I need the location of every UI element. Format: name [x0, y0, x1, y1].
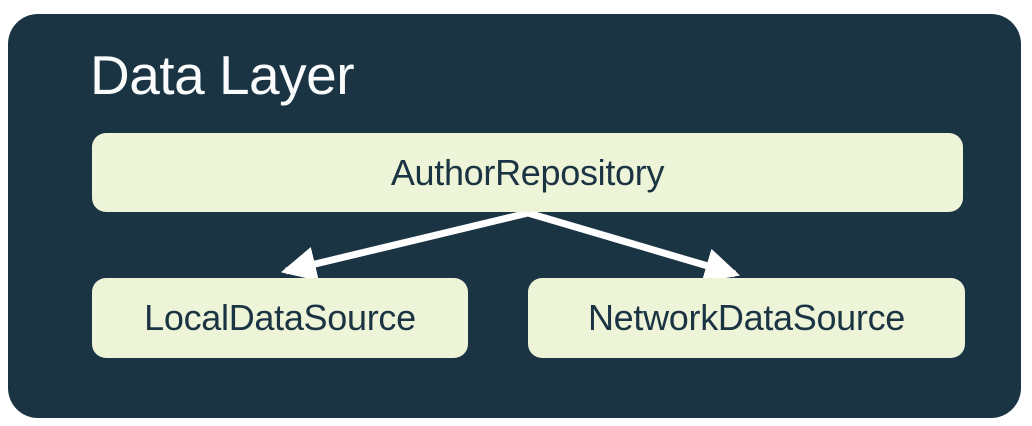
node-local-data-source-label: LocalDataSource: [144, 297, 416, 338]
node-network-data-source: NetworkDataSource: [528, 278, 965, 358]
node-local-data-source: LocalDataSource: [92, 278, 468, 358]
node-author-repository: AuthorRepository: [92, 133, 963, 212]
arrow-repository-to-network: [527, 209, 741, 283]
node-network-data-source-label: NetworkDataSource: [587, 297, 906, 338]
arrow-repository-to-local: [280, 209, 529, 282]
data-layer-container: Data Layer AuthorRepository LocalDataSou…: [8, 14, 1021, 418]
diagram-title: Data Layer: [90, 44, 355, 106]
node-author-repository-label: AuthorRepository: [390, 151, 665, 193]
